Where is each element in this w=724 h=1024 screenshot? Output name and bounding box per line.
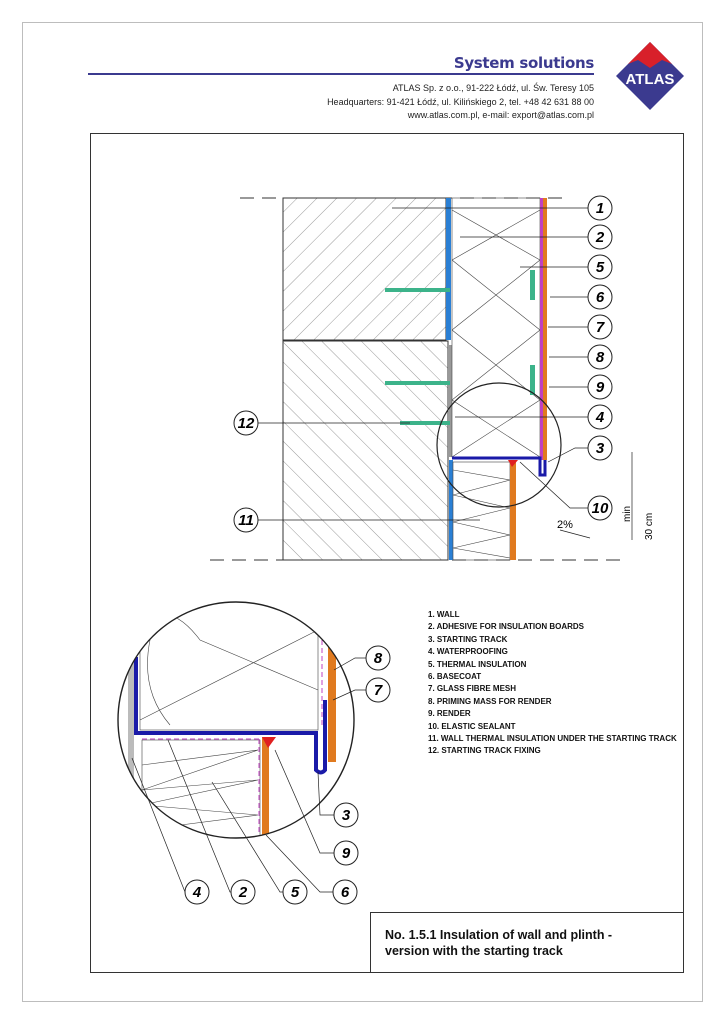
callout-4: 4	[587, 404, 613, 430]
detail-callout-4: 4	[184, 879, 210, 905]
basecoat-mesh	[540, 198, 543, 460]
page-border	[22, 22, 703, 1002]
svg-text:2: 2	[238, 884, 248, 901]
svg-text:3: 3	[342, 807, 351, 824]
svg-text:8: 8	[374, 650, 383, 667]
detail-callout-9: 9	[333, 840, 359, 866]
drawing-title-box: No. 1.5.1 Insulation of wall and plinth …	[370, 912, 684, 973]
brand-title: System solutions	[453, 54, 594, 72]
legend-item: 4. WATERPROOFING	[428, 647, 508, 657]
callout-12: 12	[233, 410, 259, 436]
title-line-2: version with the starting track	[385, 944, 563, 958]
detail-callout-7: 7	[365, 677, 391, 703]
legend-item: 11. WALL THERMAL INSULATION UNDER THE ST…	[428, 734, 677, 744]
callout-7: 7	[587, 314, 613, 340]
legend-item: 6. BASECOAT	[428, 672, 482, 682]
svg-text:9: 9	[342, 845, 351, 862]
atlas-logo: ATLAS	[616, 42, 684, 110]
svg-text:3: 3	[596, 440, 605, 457]
callout-9: 9	[587, 374, 613, 400]
plinth-insulation	[452, 461, 511, 561]
header-rule	[88, 73, 594, 75]
legend-item: 2. ADHESIVE FOR INSULATION BOARDS	[428, 622, 585, 632]
legend-item: 7. GLASS FIBRE MESH	[428, 684, 517, 694]
adhesive-lower	[449, 460, 453, 560]
callout-8: 8	[587, 344, 613, 370]
detail-callout-5: 5	[282, 879, 308, 905]
callout-1: 1	[587, 195, 613, 221]
waterproofing-upper	[449, 345, 452, 457]
detail-circle	[117, 601, 355, 839]
company-address: ATLAS Sp. z o.o., 91-222 Łódź, ul. Św. T…	[327, 82, 594, 123]
detail-view: 8 7 3 9 6 5 2 4	[117, 601, 391, 905]
svg-text:5: 5	[596, 259, 605, 276]
plinth-render	[510, 462, 516, 560]
svg-text:5: 5	[291, 884, 300, 901]
svg-text:11: 11	[238, 512, 254, 529]
svg-text:6: 6	[596, 289, 605, 306]
fixing-anchors	[385, 270, 535, 425]
detail-marker-circle	[436, 382, 562, 508]
svg-text:9: 9	[596, 379, 605, 396]
callout-2: 2	[587, 224, 613, 250]
wall-upper	[282, 197, 447, 341]
svg-text:6: 6	[341, 884, 350, 901]
dimension-value: 30 cm	[644, 513, 655, 540]
svg-text:7: 7	[596, 319, 605, 336]
svg-text:8: 8	[596, 349, 605, 366]
adhesive-layer	[446, 198, 451, 340]
svg-text:10: 10	[592, 500, 609, 517]
render-layer	[543, 198, 547, 460]
legend-item: 5. THERMAL INSULATION	[428, 659, 527, 669]
svg-text:4: 4	[595, 409, 605, 426]
detail-callouts: 8 7 3 9 6 5 2 4	[184, 645, 391, 905]
detail-callout-3: 3	[333, 802, 359, 828]
legend: 1. WALL 2. ADHESIVE FOR INSULATION BOARD…	[428, 609, 677, 758]
svg-text:ATLAS: ATLAS	[626, 71, 675, 88]
dimension-min: min	[622, 506, 633, 522]
svg-text:1: 1	[596, 200, 604, 217]
legend-item: 10. ELASTIC SEALANT	[428, 721, 516, 731]
detail-callout-2: 2	[230, 879, 256, 905]
detail-callout-6: 6	[332, 879, 358, 905]
callout-11: 11	[233, 507, 259, 533]
slope-label: 2%	[557, 519, 573, 531]
callout-10: 10	[587, 495, 613, 521]
main-section: 1 2 5 6 7 8 9 4 3 10 12 11 2% min 30 cm	[210, 195, 655, 561]
callout-5: 5	[587, 254, 613, 280]
legend-item: 9. RENDER	[428, 709, 471, 719]
legend-item: 8. PRIMING MASS FOR RENDER	[428, 696, 552, 706]
leader-lines	[258, 207, 633, 540]
legend-item: 1. WALL	[428, 610, 460, 619]
callout-3: 3	[587, 435, 613, 461]
wall-plinth	[282, 340, 449, 561]
svg-text:7: 7	[374, 682, 383, 699]
title-line-1: No. 1.5.1 Insulation of wall and plinth …	[385, 928, 613, 942]
svg-text:2: 2	[595, 229, 605, 246]
main-callouts: 1 2 5 6 7 8 9 4 3 10 12 11	[233, 195, 613, 533]
legend-item: 3. STARTING TRACK	[428, 634, 508, 644]
elastic-sealant	[508, 460, 518, 467]
address-line: Headquarters: 91-421 Łódź, ul. Kilińskie…	[327, 96, 594, 107]
legend-item: 12. STARTING TRACK FIXING	[428, 746, 541, 756]
starting-track	[452, 456, 547, 477]
address-line: www.atlas.com.pl, e-mail: export@atlas.c…	[407, 110, 594, 120]
address-line: ATLAS Sp. z o.o., 91-222 Łódź, ul. Św. T…	[392, 83, 594, 93]
svg-text:12: 12	[238, 415, 255, 432]
detail-callout-8: 8	[365, 645, 391, 671]
svg-text:4: 4	[192, 884, 202, 901]
callout-6: 6	[587, 284, 613, 310]
